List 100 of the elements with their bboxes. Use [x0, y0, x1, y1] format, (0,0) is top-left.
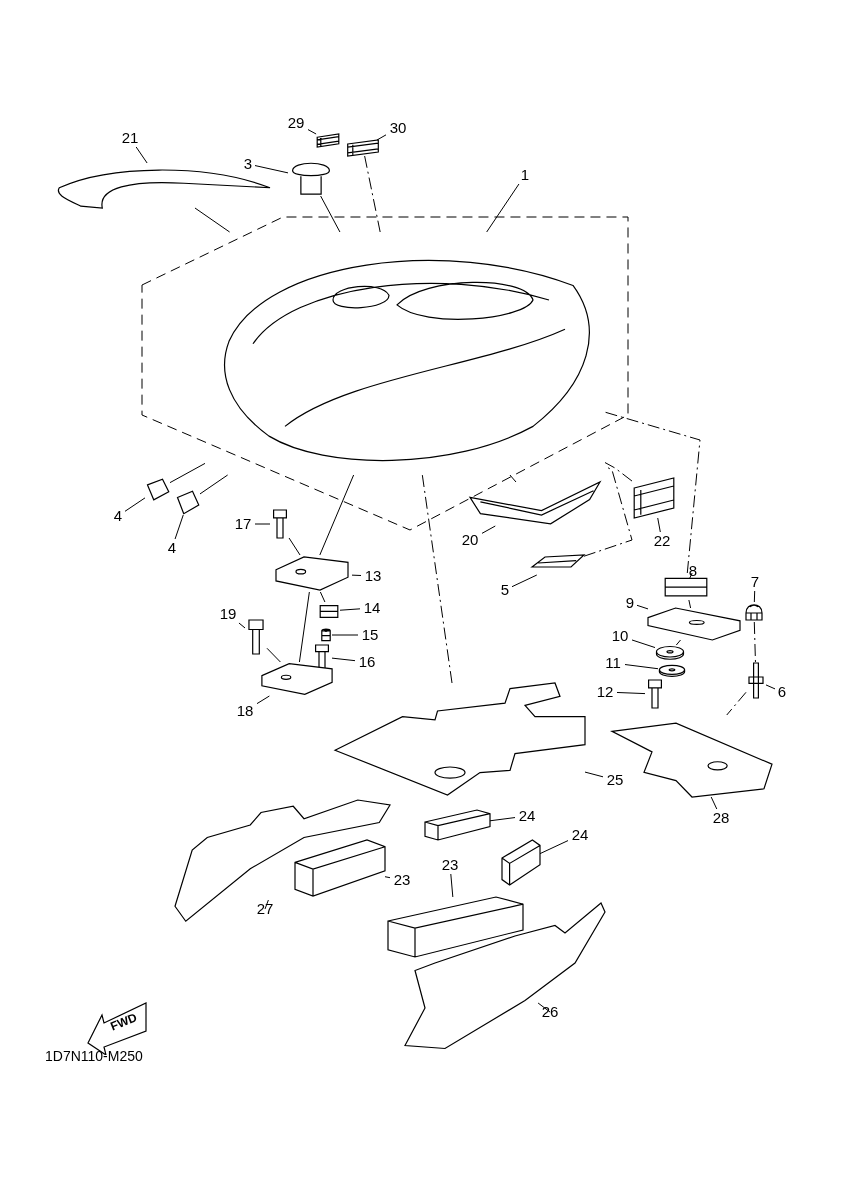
leader-line	[511, 574, 538, 588]
assembly-line	[688, 599, 692, 609]
assembly-line	[320, 195, 341, 233]
assembly-line	[298, 591, 310, 663]
callout-number: 27	[253, 900, 277, 918]
leader-line	[256, 695, 270, 705]
callout-number: 6	[775, 683, 789, 701]
leader-line	[384, 876, 391, 879]
leader-line	[657, 517, 661, 533]
foam-block-drawing	[295, 840, 385, 896]
assembly-line	[583, 465, 633, 557]
leader-line	[339, 608, 361, 611]
assembly-line	[509, 474, 517, 483]
callout-number: 24	[568, 826, 592, 844]
callout-number: 13	[361, 567, 385, 585]
panel-drawing	[175, 800, 390, 925]
trim-strip-drawing	[470, 482, 600, 526]
callout-number: 15	[358, 626, 382, 644]
callout-number: 28	[709, 809, 733, 827]
plate-drawing	[648, 608, 740, 640]
foam-block-drawing	[502, 840, 540, 885]
callout-number: 16	[355, 653, 379, 671]
direction-label: FWD	[108, 1010, 139, 1034]
leader-line	[584, 771, 604, 778]
callout-number: 9	[623, 594, 637, 612]
callout-number: 24	[515, 807, 539, 825]
stud-bolt-drawing	[746, 663, 766, 698]
leader-line	[489, 817, 516, 822]
callout-number: 23	[390, 871, 414, 889]
leader-line	[624, 664, 659, 670]
callout-number: 19	[216, 605, 240, 623]
leader-line	[688, 572, 693, 581]
callout-number: 12	[593, 683, 617, 701]
leader-line	[264, 899, 269, 910]
callout-number: 21	[118, 129, 142, 147]
callout-number: 17	[231, 515, 255, 533]
assembly-line	[726, 691, 747, 716]
damper-drawing	[318, 602, 340, 620]
leader-line	[307, 129, 317, 135]
callout-number: 4	[165, 539, 179, 557]
leader-line	[710, 796, 718, 810]
bolt-drawing	[312, 645, 332, 669]
leader-line	[124, 497, 146, 512]
leader-line	[254, 165, 289, 174]
callout-number: 4	[111, 507, 125, 525]
leader-line	[450, 873, 454, 898]
leader-line	[539, 840, 569, 855]
leader-line	[636, 604, 649, 610]
callout-number: 30	[386, 119, 410, 137]
callout-number: 25	[603, 771, 627, 789]
callout-number: 5	[498, 581, 512, 599]
pad-drawing	[175, 490, 200, 515]
assembly-line	[604, 411, 701, 574]
leader-line	[537, 1002, 551, 1013]
assembly-line	[169, 462, 206, 484]
assembly-line	[266, 647, 281, 663]
callout-number: 11	[601, 654, 625, 672]
assembly-line	[753, 621, 756, 664]
washer-drawing	[655, 645, 685, 660]
decal-drawing	[632, 478, 676, 518]
callout-number: 8	[686, 562, 700, 580]
callout-number: 3	[241, 155, 255, 173]
assembly-line	[194, 207, 231, 233]
pad-drawing	[145, 478, 170, 501]
leader-line	[174, 514, 184, 540]
assembly-line	[364, 155, 381, 233]
assembly-line	[675, 639, 682, 646]
screw-drawing	[245, 620, 267, 654]
callout-number: 20	[458, 531, 482, 549]
callout-number: 22	[650, 532, 674, 550]
leader-line	[616, 692, 646, 695]
label-drawing	[316, 134, 340, 147]
callout-number: 10	[608, 627, 632, 645]
cap-nut-drawing	[744, 602, 764, 622]
assembly-line	[288, 537, 301, 556]
assembly-line	[319, 591, 326, 603]
leader-line	[376, 134, 387, 141]
callout-number: 26	[538, 1003, 562, 1021]
assembly-line	[604, 462, 633, 482]
label-drawing	[346, 140, 380, 156]
leader-line	[331, 657, 356, 662]
assembly-line	[199, 474, 229, 495]
diagram-code: 1D7N110-M250	[45, 1048, 143, 1064]
foam-block-drawing	[425, 810, 490, 840]
assembly-line	[319, 474, 355, 556]
leader-line	[331, 634, 359, 636]
bolt-drawing	[270, 510, 290, 538]
leader-line	[753, 590, 756, 603]
mat-drawing	[335, 683, 585, 795]
leader-line	[481, 525, 496, 534]
bracket-drawing	[272, 555, 352, 592]
leader-line	[238, 622, 246, 629]
washer-drawing	[658, 664, 686, 677]
bracket-drawing	[258, 662, 336, 696]
callout-number: 29	[284, 114, 308, 132]
foam-block-drawing	[388, 897, 523, 957]
collar-drawing	[320, 628, 332, 642]
callout-number: 18	[233, 702, 257, 720]
leader-line	[254, 523, 271, 525]
leader-line	[135, 146, 148, 164]
